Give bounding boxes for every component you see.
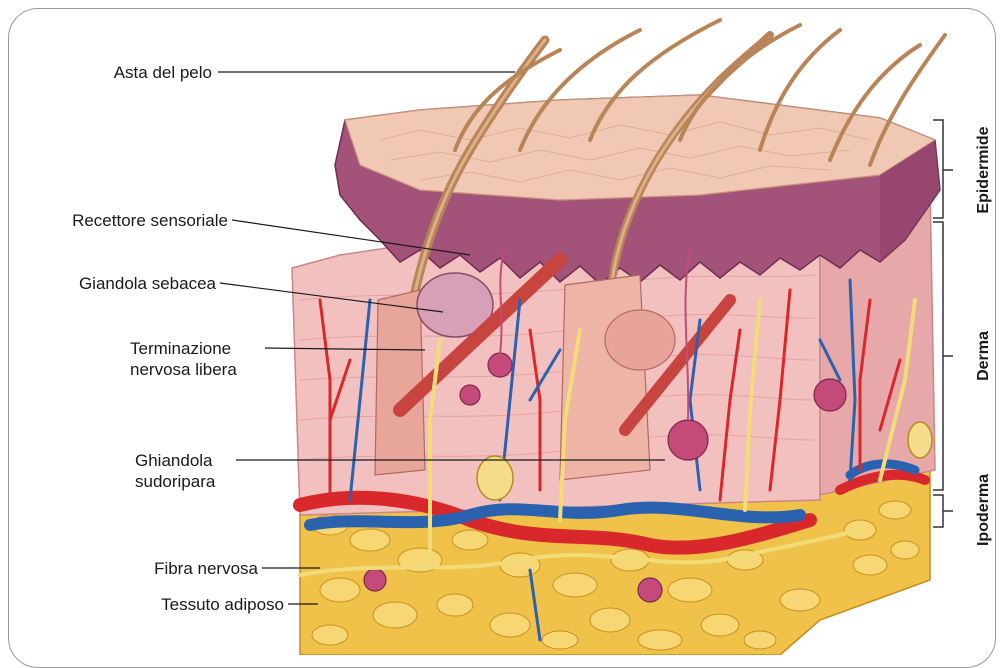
label-sweat-gland-line2: sudoripara (135, 472, 215, 491)
label-free-nerve-ending-line2: nervosa libera (130, 360, 237, 379)
label-adipose-tissue: Tessuto adiposo (100, 594, 284, 615)
label-sebaceous-gland: Giandola sebacea (30, 273, 216, 294)
label-free-nerve-ending: Terminazione nervosa libera (130, 338, 237, 380)
layer-label-hypodermis: Ipoderma (975, 460, 995, 560)
label-hair-shaft: Asta del pelo (40, 62, 212, 83)
label-sweat-gland: Ghiandola sudoripara (135, 450, 215, 492)
layer-label-epidermis: Epidermide (975, 115, 995, 225)
label-sweat-gland-line1: Ghiandola (135, 451, 213, 470)
layer-label-dermis: Derma (975, 316, 995, 396)
label-nerve-fiber: Fibra nervosa (100, 558, 258, 579)
label-free-nerve-ending-line1: Terminazione (130, 339, 231, 358)
label-sensory-receptor: Recettore sensoriale (10, 210, 228, 231)
